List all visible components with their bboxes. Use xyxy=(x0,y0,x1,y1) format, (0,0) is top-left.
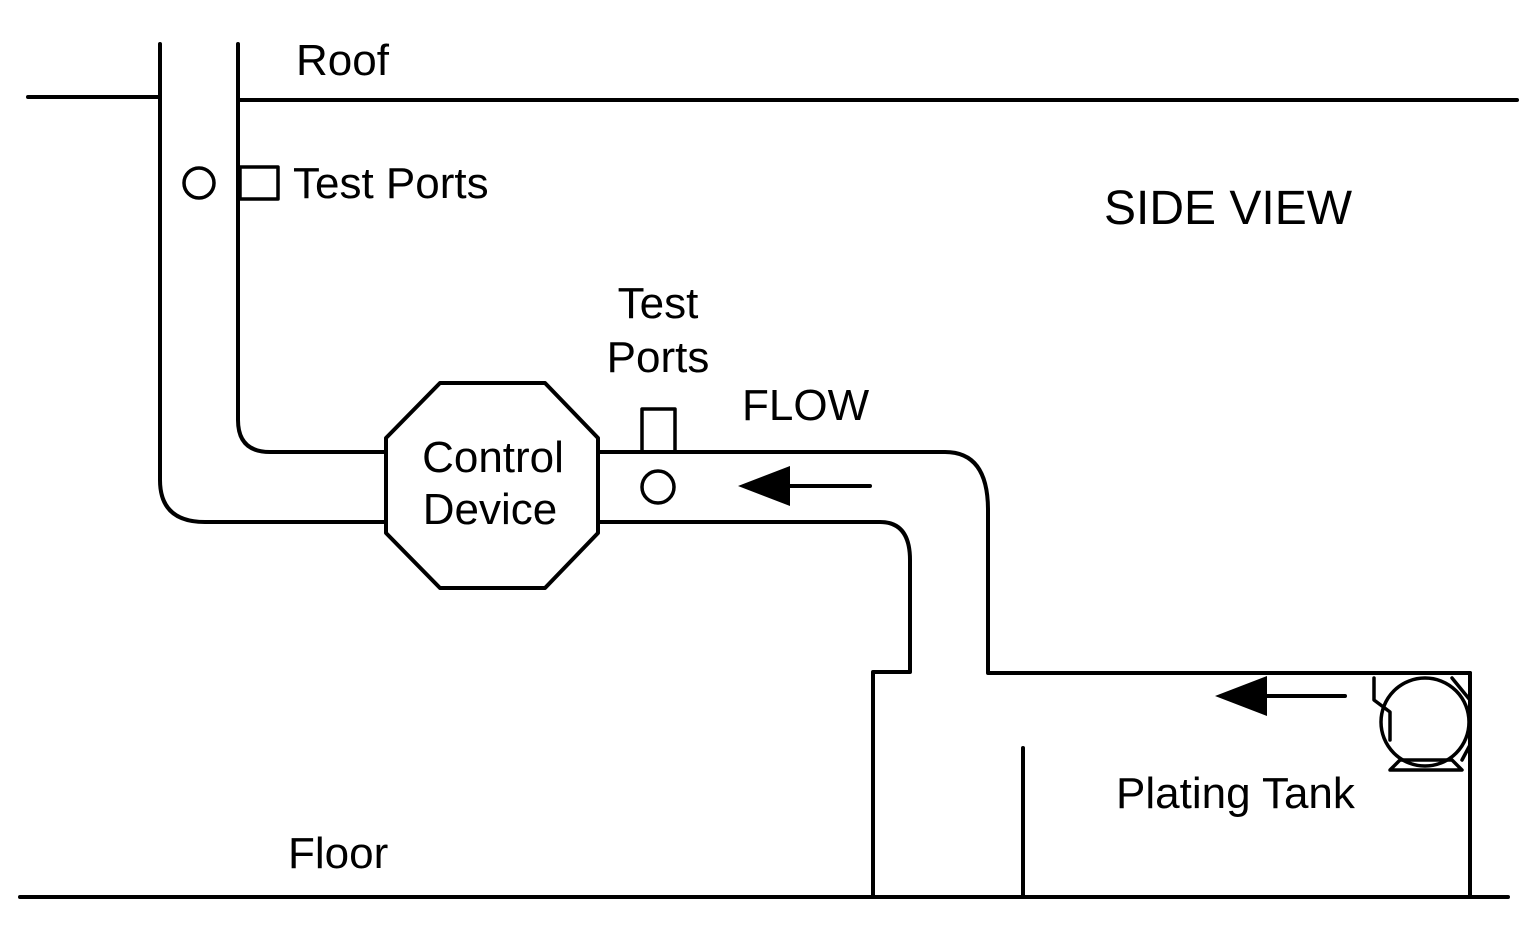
blower-fan-icon xyxy=(1372,676,1472,772)
tank-flow-arrow-icon xyxy=(1215,676,1347,716)
flow-arrow-icon xyxy=(738,466,872,506)
floor-label: Floor xyxy=(288,829,388,878)
control-device-octagon xyxy=(384,381,600,590)
horizontal-duct-bottom-wall xyxy=(596,520,912,899)
test-port-round-lower xyxy=(640,469,676,505)
plating-tank-label: Plating Tank xyxy=(1116,769,1356,818)
view-title: SIDE VIEW xyxy=(1104,182,1353,235)
lower-test-ports-label-line-1: Test xyxy=(618,279,699,328)
stack-duct-outer-wall xyxy=(158,42,388,524)
horizontal-duct-top-wall xyxy=(596,450,1472,675)
upper-test-ports-label: Test Ports xyxy=(293,159,489,208)
test-port-round-upper xyxy=(182,166,216,200)
test-port-square-upper xyxy=(238,165,280,201)
stack-duct-inner-wall xyxy=(236,42,388,454)
control-device-label-line-2: Device xyxy=(423,485,558,534)
test-port-square-lower xyxy=(640,407,677,454)
control-device-label-line-1: Control xyxy=(422,433,564,482)
flow-label: FLOW xyxy=(742,381,870,430)
roof-label: Roof xyxy=(296,36,390,85)
lower-test-ports-label-line-2: Ports xyxy=(607,333,710,382)
